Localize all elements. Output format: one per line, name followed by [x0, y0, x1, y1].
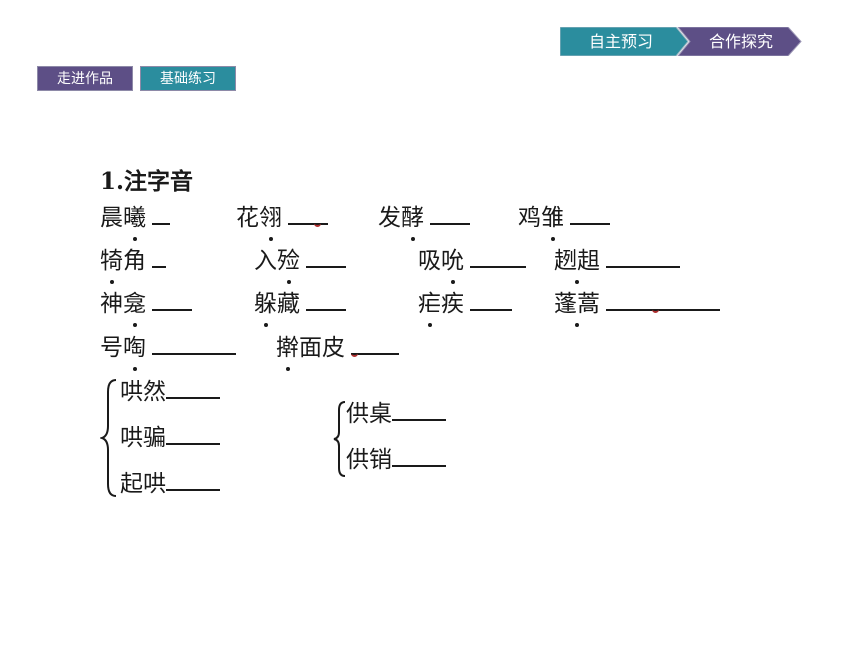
word-char: 供销 — [346, 447, 392, 473]
tab-basic-practice[interactable]: 基础练习 — [140, 66, 236, 91]
word-item: 发酵 — [378, 202, 470, 241]
word-item: 擀面皮 — [276, 332, 399, 371]
dotted-char: 疟 — [418, 288, 441, 327]
word-item: 疟疾 — [418, 288, 512, 327]
answer-blank[interactable] — [606, 308, 720, 313]
gong-item: 供销 — [346, 444, 446, 476]
word-item: 花翎 — [236, 202, 328, 241]
dotted-char: 啕 — [123, 332, 146, 371]
word-char: 入 — [254, 248, 277, 274]
answer-blank[interactable] — [288, 222, 328, 227]
word-item: 趔趄 — [554, 245, 680, 284]
word-item: 入殓 — [254, 245, 346, 284]
hong-item: 哄骗 — [120, 422, 220, 454]
word-char: 鸡 — [518, 205, 541, 231]
answer-blank[interactable] — [152, 222, 170, 225]
answer-blank[interactable] — [166, 488, 220, 491]
dotted-char: 曦 — [123, 202, 146, 241]
word-item: 吸吮 — [418, 245, 526, 284]
word-item: 晨曦 — [100, 202, 170, 241]
tab-into-work[interactable]: 走进作品 — [37, 66, 133, 91]
word-char: 号 — [100, 335, 123, 361]
word-item: 蓬蒿 — [554, 288, 720, 327]
answer-blank[interactable] — [166, 442, 220, 445]
answer-blank[interactable] — [392, 418, 446, 421]
word-item: 鸡雏 — [518, 202, 610, 241]
answer-blank[interactable] — [470, 308, 512, 311]
curly-brace-hong — [100, 379, 117, 497]
dotted-char: 蓬蒿 — [554, 288, 600, 327]
word-char: 晨 — [100, 205, 123, 231]
answer-blank[interactable] — [152, 265, 166, 268]
word-char: 疾 — [441, 291, 464, 317]
exercise-title: 1.注字音 — [100, 168, 194, 195]
dotted-char: 趔趄 — [554, 245, 600, 284]
answer-blank[interactable] — [306, 308, 346, 311]
dotted-char: 躲 — [254, 288, 277, 327]
tab-self-preview[interactable]: 自主预习 — [588, 32, 653, 51]
word-char: 面皮 — [299, 335, 345, 361]
answer-blank[interactable] — [470, 265, 526, 268]
word-char: 哄骗 — [120, 425, 166, 451]
dotted-char: 犄 — [100, 245, 123, 284]
word-char: 发 — [378, 205, 401, 231]
word-item: 犄角 — [100, 245, 166, 284]
answer-blank[interactable] — [570, 222, 610, 225]
gong-item: 供桌 — [346, 398, 446, 430]
word-item: 神龛 — [100, 288, 192, 327]
dotted-char: 殓 — [277, 245, 300, 284]
answer-blank[interactable] — [392, 464, 446, 467]
top-nav: 自主预习 合作探究 — [560, 27, 802, 56]
curly-brace-gong — [333, 401, 346, 477]
answer-blank[interactable] — [430, 222, 470, 225]
dotted-char: 龛 — [123, 288, 146, 327]
word-char: 起哄 — [120, 471, 166, 497]
dotted-char: 翎 — [259, 202, 282, 241]
answer-blank[interactable] — [152, 308, 192, 311]
dotted-char: 雏 — [541, 202, 564, 241]
answer-blank[interactable] — [306, 265, 346, 268]
word-char: 神 — [100, 291, 123, 317]
word-item: 号啕 — [100, 332, 236, 371]
tab-cooperative-explore[interactable]: 合作探究 — [708, 32, 773, 51]
word-item: 躲藏 — [254, 288, 346, 327]
word-char: 吸 — [418, 248, 441, 274]
word-char: 哄然 — [120, 379, 166, 405]
answer-blank[interactable] — [166, 396, 220, 399]
answer-blank[interactable] — [152, 352, 236, 355]
word-char: 花 — [236, 205, 259, 231]
dotted-char: 吮 — [441, 245, 464, 284]
word-char: 藏 — [277, 291, 300, 317]
answer-blank[interactable] — [351, 352, 399, 357]
nav-shape — [560, 27, 802, 56]
answer-blank[interactable] — [606, 265, 680, 268]
word-char: 供桌 — [346, 401, 392, 427]
hong-item: 哄然 — [120, 376, 220, 408]
hong-item: 起哄 — [120, 468, 220, 500]
dotted-char: 擀 — [276, 332, 299, 371]
word-char: 角 — [123, 248, 146, 274]
dotted-char: 酵 — [401, 202, 424, 241]
